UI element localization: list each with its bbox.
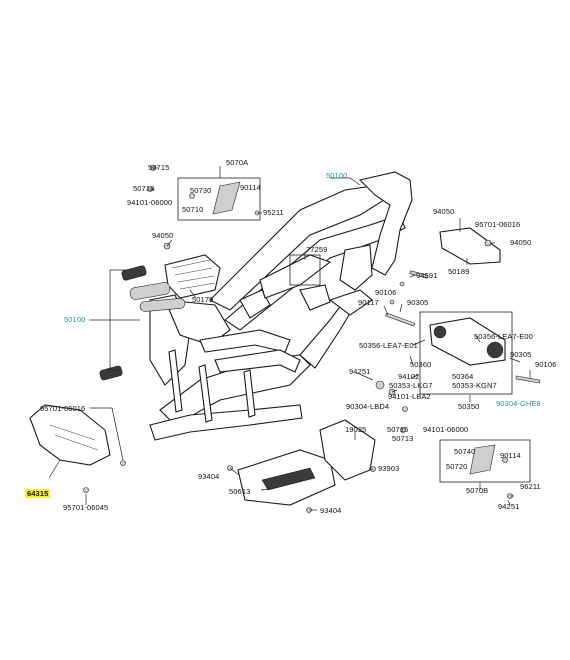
- part-label[interactable]: 95701-06016: [475, 220, 521, 229]
- part-label[interactable]: 50350: [458, 402, 480, 411]
- part-label[interactable]: 50353-KGN7: [452, 381, 497, 390]
- part-label[interactable]: 94251: [498, 502, 520, 511]
- part-label[interactable]: 50715: [148, 163, 170, 172]
- part-label[interactable]: 50715: [387, 425, 409, 434]
- highlighted-part-label[interactable]: 64315: [25, 489, 51, 498]
- part-label[interactable]: 50713: [133, 184, 155, 193]
- subframe-64315: [29, 404, 111, 466]
- part-label[interactable]: 50713: [392, 434, 414, 443]
- part-label[interactable]: 94050: [152, 231, 174, 240]
- bracket-50070a: [177, 177, 261, 221]
- part-label[interactable]: 50189: [448, 267, 470, 276]
- part-label[interactable]: 50720: [446, 462, 468, 471]
- part-label[interactable]: 5070A: [226, 158, 249, 167]
- part-label[interactable]: 95701-06045: [63, 503, 109, 512]
- part-label[interactable]: 94050: [433, 207, 455, 216]
- part-label[interactable]: 90305: [510, 350, 532, 359]
- part-label[interactable]: 94050: [510, 238, 532, 247]
- part-label[interactable]: 95211: [263, 208, 284, 217]
- part-label[interactable]: 50710: [182, 205, 204, 214]
- part-label[interactable]: 94101-LBA2: [388, 392, 431, 401]
- part-label[interactable]: 50360: [410, 360, 432, 369]
- part-label[interactable]: 90114: [500, 451, 521, 460]
- swingarm-50350: [419, 311, 513, 395]
- part-label[interactable]: 50730: [190, 186, 212, 195]
- part-label[interactable]: 50740: [454, 447, 476, 456]
- part-label[interactable]: 50179: [192, 295, 214, 304]
- part-label[interactable]: 19025: [345, 425, 367, 434]
- part-label[interactable]: 93903: [378, 464, 400, 473]
- leader-lines: [48, 166, 531, 511]
- undercover-50613: [237, 419, 376, 506]
- part-label[interactable]: 90304-LBD4: [346, 402, 390, 411]
- part-label[interactable]: 94591: [416, 271, 438, 280]
- part-label[interactable]: 50353-LKG7: [389, 381, 433, 390]
- part-label[interactable]: 50100: [326, 171, 348, 180]
- part-label[interactable]: 90304-GHE8: [496, 399, 541, 408]
- part-label[interactable]: 94102: [398, 372, 420, 381]
- part-label[interactable]: 94101-06000: [127, 198, 173, 207]
- part-label[interactable]: 96211: [520, 482, 541, 491]
- part-label[interactable]: 95701-06016: [40, 404, 86, 413]
- part-label[interactable]: 50613: [229, 487, 251, 496]
- part-label[interactable]: 90106: [535, 360, 557, 369]
- part-label[interactable]: 90114: [240, 183, 261, 192]
- part-label[interactable]: 94101-06000: [423, 425, 469, 434]
- main-frame: [99, 171, 413, 441]
- fasteners: [83, 165, 541, 513]
- part-label[interactable]: 50364: [452, 372, 474, 381]
- part-label[interactable]: 90305: [407, 298, 429, 307]
- part-label[interactable]: 77259: [306, 245, 328, 254]
- part-label[interactable]: 93404: [320, 506, 342, 515]
- bracket-50189: [439, 227, 501, 265]
- part-label[interactable]: 50356-LEA7-E01: [359, 341, 418, 350]
- part-label[interactable]: 50100: [64, 315, 86, 324]
- part-label[interactable]: 50356-LEA7-E00: [474, 332, 533, 341]
- part-label[interactable]: 5070B: [466, 486, 489, 495]
- part-label[interactable]: 90106: [375, 288, 397, 297]
- bracket-50070b: [439, 439, 531, 483]
- part-label[interactable]: 94251: [349, 367, 371, 376]
- part-label[interactable]: 90117: [358, 298, 379, 307]
- part-label[interactable]: 93404: [198, 472, 220, 481]
